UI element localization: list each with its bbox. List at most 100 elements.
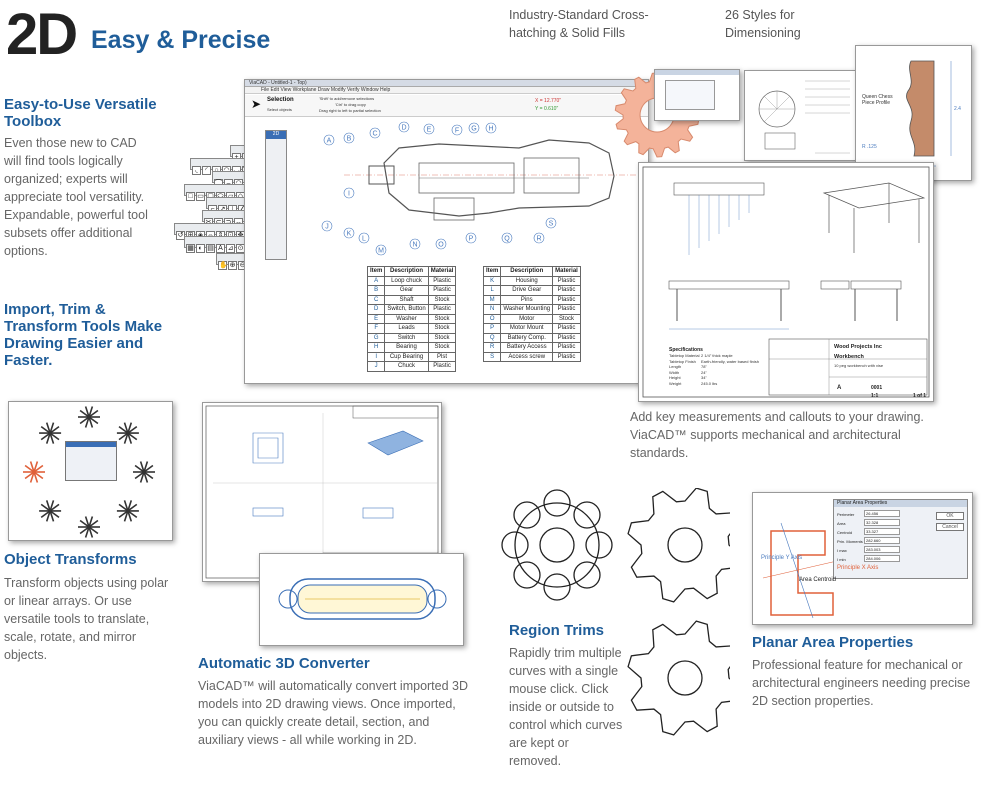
transforms-title: Object Transforms	[4, 551, 137, 568]
planar-row-label: I min	[837, 557, 846, 562]
spec-name: Length	[669, 364, 682, 369]
planar-value-field[interactable]: 283.003	[864, 546, 900, 553]
table-cell: Access screw	[500, 351, 554, 362]
callout-bubble	[533, 232, 545, 244]
table-cell: Plastic	[427, 285, 457, 296]
hatch-dialog-bar	[655, 70, 739, 75]
callout-label: C	[372, 131, 377, 138]
panel-title: Selection	[267, 97, 294, 103]
panel-hint: Select objects	[267, 107, 292, 112]
palette-header: 2D	[266, 131, 286, 139]
profile-radius: R .125	[862, 144, 877, 150]
table-cell: Motor	[500, 313, 554, 324]
callout-label: N	[412, 242, 417, 249]
table-cell: C	[366, 294, 386, 305]
import-title: Import, Trim & Transform Tools Make Draw…	[4, 301, 163, 369]
callout-label: H	[488, 126, 493, 133]
table-cell: B	[366, 285, 386, 296]
planar-ok-button[interactable]: OK	[936, 512, 964, 520]
table-cell: Loop chuck	[384, 275, 429, 286]
transform-dialog[interactable]	[65, 441, 117, 481]
crosshatch-note: Industry-Standard Cross-hatching & Solid…	[509, 8, 649, 40]
table-cell: Plastic	[552, 332, 581, 343]
planar-values: 26.456 32.328 33.327 282.660 283.003 284.006	[864, 510, 900, 564]
trims-body: Rapidly trim multiple curves with a sing…	[509, 646, 623, 768]
table-cell: Cup Bearing	[384, 351, 429, 362]
table-cell: Plastic	[552, 275, 581, 286]
planar-row-label: Area	[837, 521, 846, 526]
planar-value-field[interactable]: 32.328	[864, 519, 900, 526]
table-cell: F	[366, 323, 386, 334]
table-cell: Drive Gear	[500, 285, 554, 296]
pointer-icon[interactable]: ➤	[251, 97, 262, 111]
table-cell: Shaft	[384, 294, 429, 305]
converter-title: Automatic 3D Converter	[198, 655, 370, 672]
table-header: Description	[500, 266, 554, 277]
planar-value-field[interactable]: 282.660	[864, 537, 900, 544]
cad-window: ViaCAD - Untitled-1 - Top) File Edit Vie…	[244, 79, 649, 384]
callout-label: D	[401, 125, 406, 132]
table-cell: Leads	[384, 323, 429, 334]
hatch-list[interactable]	[665, 80, 715, 110]
callout-label: L	[362, 236, 366, 243]
callout-label: I	[348, 191, 350, 198]
table-cell: N	[482, 304, 502, 315]
callout-bubble	[485, 122, 497, 134]
array-item	[78, 516, 100, 538]
spec-value: Earth-friendly, water based finish	[701, 358, 759, 364]
planar-dialog-title: Planar Area Properties	[834, 500, 967, 507]
callout-bubble	[398, 121, 410, 133]
planar-value-field[interactable]: 26.456	[864, 510, 900, 517]
table-cell: Plastic	[427, 361, 457, 372]
planar-cancel-button[interactable]: Cancel	[936, 523, 964, 531]
callout-bubble	[358, 232, 370, 244]
table-cell: Plastic	[552, 285, 581, 296]
array-item	[23, 461, 45, 483]
hint-1: 'Shift' to add/remove selections	[319, 96, 375, 101]
part-desc: 10 peg workbench with vise	[834, 363, 884, 368]
tool-palette[interactable]: 2D	[265, 130, 287, 260]
sheet-scale: 1:1	[871, 393, 879, 399]
table-cell: S	[482, 351, 502, 362]
array-item	[133, 461, 155, 483]
transform-dialog-bar	[66, 442, 116, 447]
table-cell: Battery Comp.	[500, 332, 554, 343]
table-header: Material	[427, 266, 457, 277]
trims-title: Region Trims	[509, 622, 605, 639]
callout-label: O	[438, 242, 444, 249]
spec-name: Width	[669, 369, 680, 375]
converter-body: ViaCAD™ will automatically convert impor…	[198, 679, 469, 747]
table-cell: Stock	[427, 323, 457, 334]
table-cell: H	[366, 342, 386, 353]
converter-detail	[259, 553, 464, 646]
table-cell: J	[366, 361, 386, 372]
table-cell: Plastic	[552, 342, 581, 353]
dimension-sheet	[744, 70, 856, 161]
planar-value-field[interactable]: 284.006	[864, 555, 900, 562]
table-cell: Washer Mounting	[500, 304, 554, 315]
callout-bubble	[468, 122, 480, 134]
cad-menu-bar[interactable]: File Edit View Workplane Draw Modify Ver…	[245, 87, 648, 94]
coord-y: Y = 0.610"	[535, 106, 559, 112]
table-cell: Plastic	[427, 275, 457, 286]
planar-value-field[interactable]: 33.327	[864, 528, 900, 535]
callout-bubble	[321, 220, 333, 232]
array-item	[116, 422, 139, 444]
callout-bubble	[323, 134, 335, 146]
